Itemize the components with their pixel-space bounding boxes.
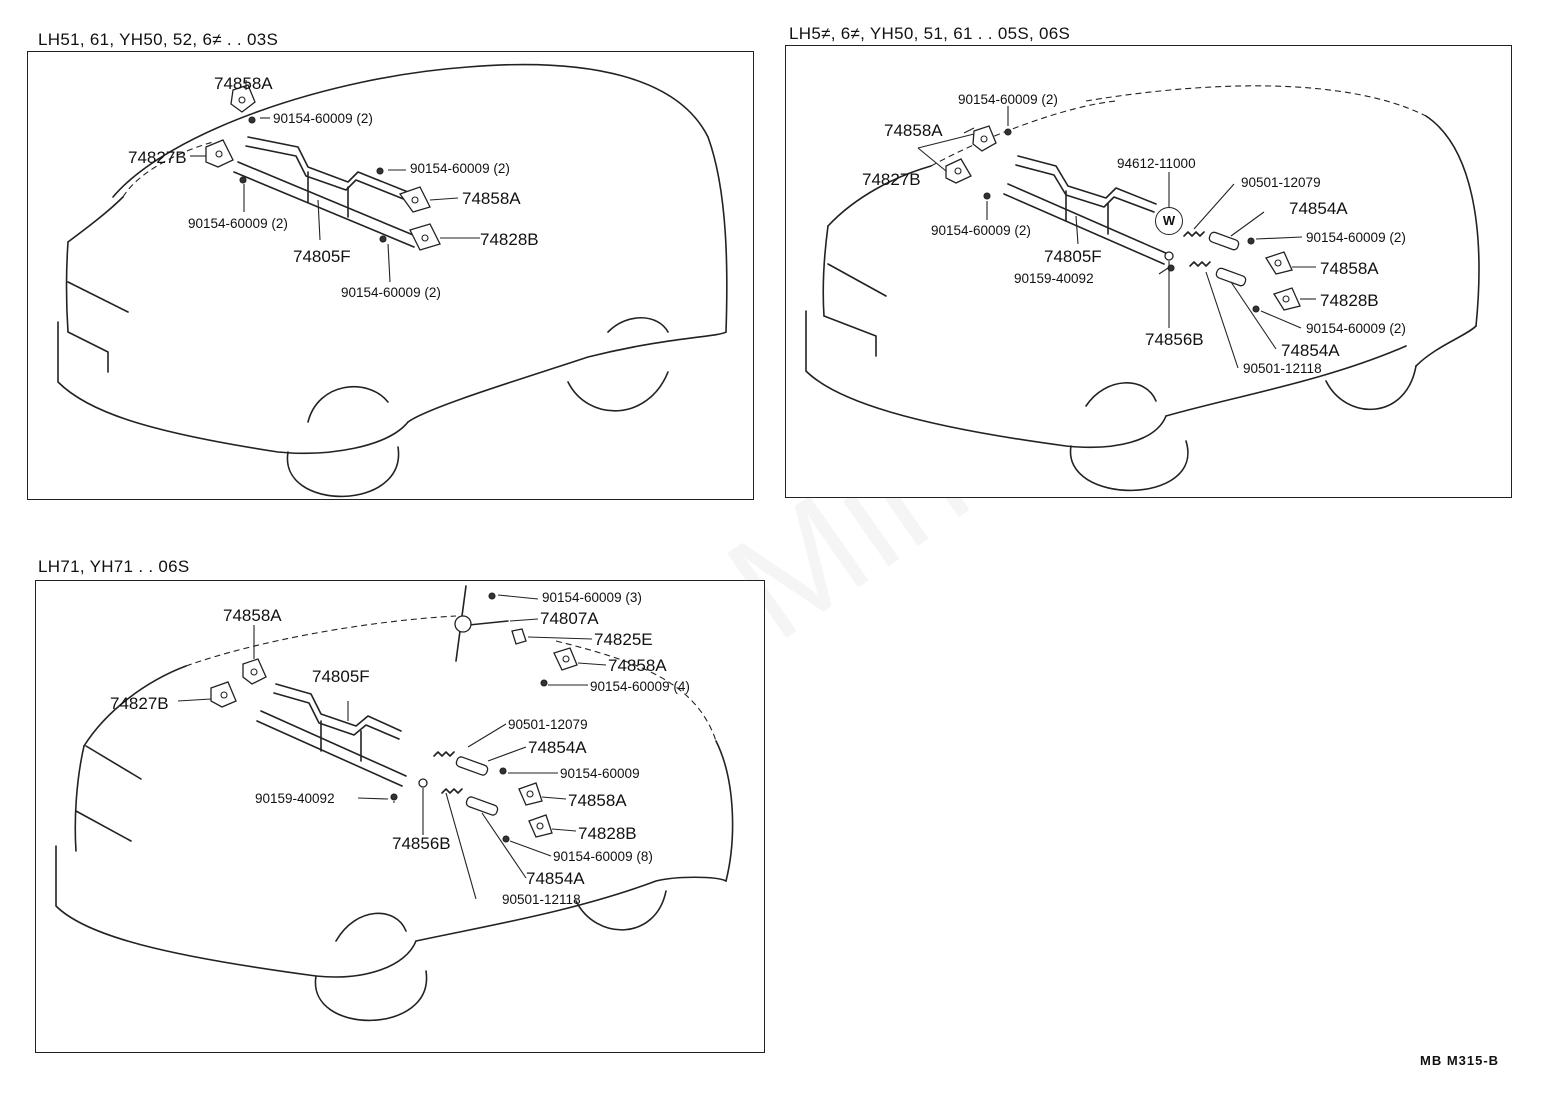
bracket-74828b-left [409,223,441,251]
bracket-74827b-left [205,139,234,168]
part-label: 74805F [312,667,370,686]
bottom-panel: 90154-60009 (3) 74858A 74807A 74825E 748… [35,580,765,1053]
part-label: 90154-60009 (2) [1306,321,1406,336]
part-label: 90154-60009 (2) [188,216,288,231]
part-label: 90159-40092 [1014,271,1094,286]
part-label: 74828B [1320,291,1379,310]
part-label: 74858A [608,656,667,675]
bottom-van-diagram [55,585,734,1022]
part-label: 74858A [214,74,273,93]
part-label: 90154-60009 (2) [1306,230,1406,245]
part-label: 90154-60009 (2) [341,285,441,300]
part-label: 90154-60009 (2) [410,161,510,176]
part-label: 90501-12079 [1241,175,1321,190]
part-label: 90159-40092 [255,791,335,806]
left-panel: 74858A 90154-60009 (2) 74827B 90154-6000… [27,51,754,500]
part-label: 74805F [293,247,351,266]
part-label: 74807A [540,609,599,628]
part-label: 74856B [392,834,451,853]
part-label: 74854A [526,869,585,888]
part-label: 90154-60009 (2) [958,92,1058,107]
right-van-diagram [805,85,1480,492]
part-label: 74856B [1145,330,1204,349]
part-label: 74827B [128,148,187,167]
page-code: MB M315-B [1420,1053,1500,1068]
part-label: 74858A [1320,259,1379,278]
part-label: 74858A [223,606,282,625]
part-label: 74828B [578,824,637,843]
part-label: 74854A [1289,199,1348,218]
right-panel: 90154-60009 (2) 74858A 74827B 94612-1100… [785,45,1512,498]
left-panel-title: LH51, 61, YH50, 52, 6≠ . . 03S [38,30,279,49]
part-label: 90154-60009 (8) [553,849,653,864]
part-label: 90154-60009 (3) [542,590,642,605]
part-label: 90154-60009 [560,766,640,781]
part-label: 74827B [862,170,921,189]
right-panel-title: LH5≠, 6≠, YH50, 51, 61 . . 05S, 06S [789,24,1071,43]
part-label: 90154-60009 (2) [931,223,1031,238]
w-marker: W [1155,207,1183,235]
part-label: 74854A [528,738,587,757]
left-van-diagram [57,63,728,498]
part-label: 74827B [110,694,169,713]
part-label: 74858A [884,121,943,140]
part-label: 74825E [594,630,653,649]
part-label: 90501-12118 [1243,361,1322,376]
part-label: 90501-12118 [502,892,581,907]
part-label: 90154-60009 (4) [590,679,690,694]
part-label: 94612-11000 [1117,156,1196,171]
part-label: 74805F [1044,247,1102,266]
bottom-panel-title: LH71, YH71 . . 06S [38,557,190,576]
part-label: 90501-12079 [508,717,588,732]
part-label: 74854A [1281,341,1340,360]
part-label: 74858A [568,791,627,810]
part-label: 90154-60009 (2) [273,111,373,126]
bracket-74858a-left-right [398,186,431,213]
part-label: 74858A [462,189,521,208]
part-label: 74828B [480,230,539,249]
